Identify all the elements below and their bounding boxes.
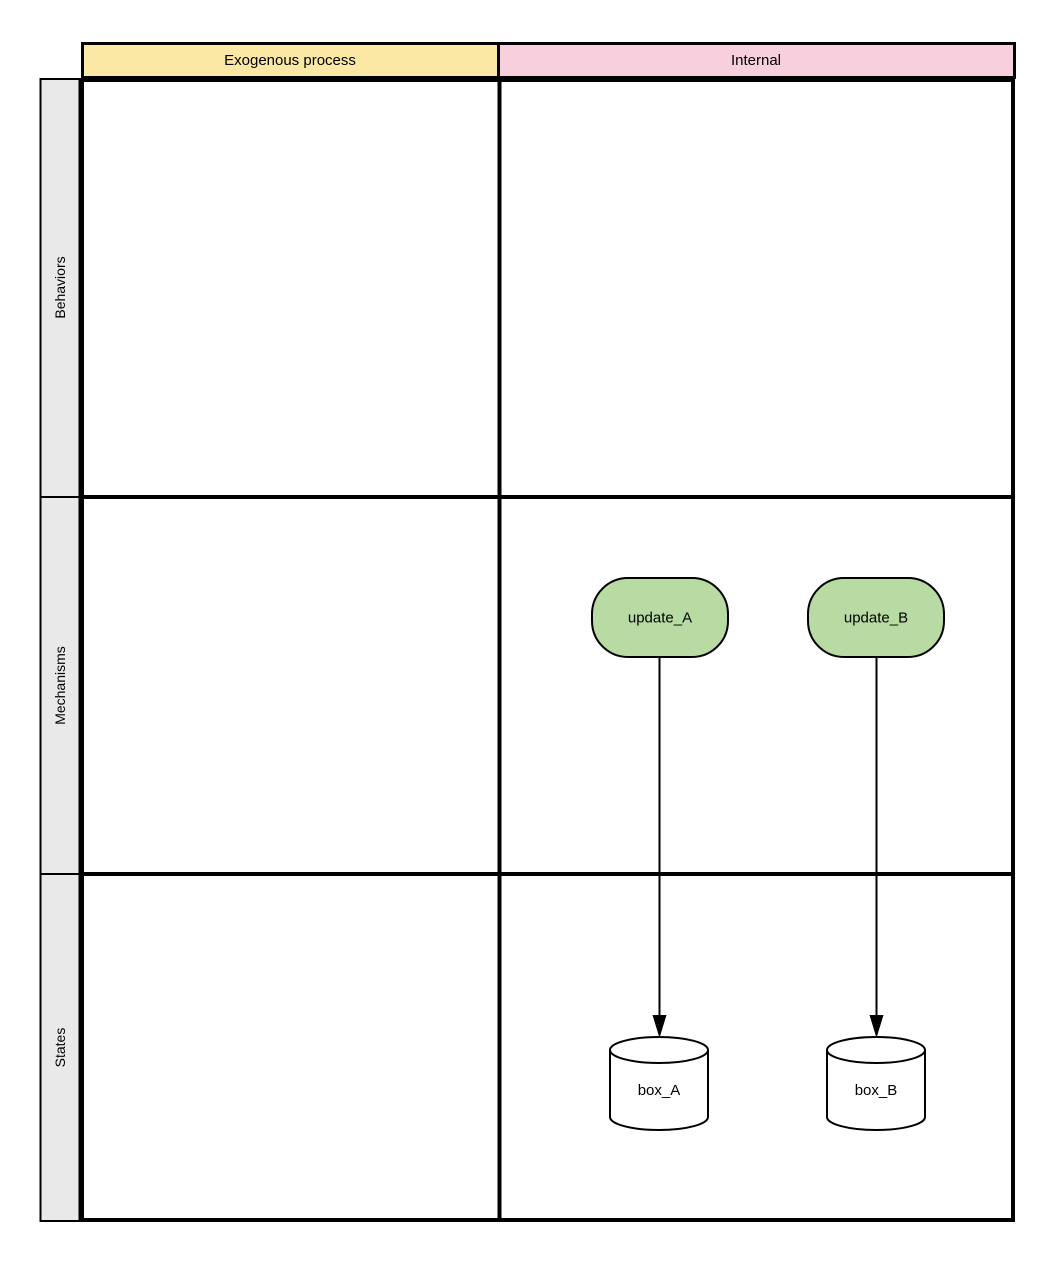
node-update_B[interactable]: update_B <box>807 577 945 658</box>
node-box_A-cylinder-top[interactable] <box>609 1036 709 1064</box>
column-header-exogenous-process: Exogenous process <box>81 42 500 79</box>
node-box_B-cylinder-body[interactable] <box>826 1050 926 1131</box>
row-header-behaviors: Behaviors <box>39 78 81 498</box>
row-header-states: States <box>39 873 81 1222</box>
node-box_A-cylinder-body[interactable] <box>609 1050 709 1131</box>
node-update_B-shape[interactable] <box>807 577 945 658</box>
node-box_B-cylinder-top[interactable] <box>826 1036 926 1064</box>
row-header-states-label: States <box>52 1028 68 1068</box>
node-box_B[interactable]: box_B <box>826 1036 926 1131</box>
column-header-exogenous-cell <box>81 42 500 79</box>
edge-update_A-box_A <box>652 657 667 1038</box>
node-box_B-label: box_B <box>855 1082 898 1099</box>
column-header-internal-cell <box>497 42 1016 79</box>
node-update_B-label: update_B <box>844 610 908 627</box>
grid-outer-border <box>80 78 1015 1222</box>
arrowhead-down-icon <box>869 1015 884 1038</box>
row-header-states-cell <box>39 873 81 1222</box>
node-box_A[interactable]: box_A <box>609 1036 709 1131</box>
node-box_A-label: box_A <box>638 1082 681 1099</box>
node-update_A[interactable]: update_A <box>591 577 729 658</box>
row-header-behaviors-label: Behaviors <box>52 256 68 318</box>
edge-update_B-box_B <box>869 657 884 1038</box>
row-header-mechanisms-label: Mechanisms <box>52 646 68 725</box>
column-header-internal-label: Internal <box>731 52 781 69</box>
node-update_A-shape[interactable] <box>591 577 729 658</box>
row-header-mechanisms: Mechanisms <box>39 496 81 875</box>
row-header-mechanisms-cell <box>39 496 81 875</box>
node-update_A-label: update_A <box>628 610 692 627</box>
arrowhead-down-icon <box>652 1015 667 1038</box>
column-header-internal: Internal <box>497 42 1016 79</box>
grid-lines <box>80 78 1015 1222</box>
column-header-exogenous-label: Exogenous process <box>224 52 356 69</box>
